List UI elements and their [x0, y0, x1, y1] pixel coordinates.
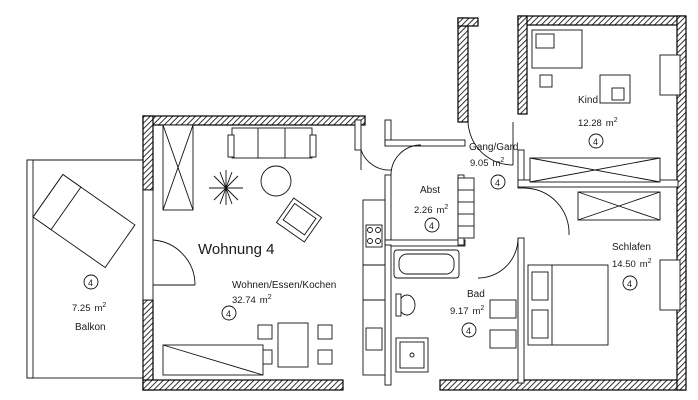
room-tag-balkon: 4: [88, 278, 93, 288]
dining-table-icon: [277, 322, 309, 368]
room-area-kind: 12.28: [578, 118, 602, 129]
exterior-walls: [142, 15, 687, 391]
room-area-abst: 2.26: [414, 205, 433, 216]
room-tag-abst: 4: [429, 221, 434, 231]
room-area-gang: 9.05: [470, 158, 489, 169]
chair-icon: [257, 324, 333, 365]
room-name-kind: Kind: [578, 95, 598, 106]
room-area-schlafen: 14.50: [612, 259, 636, 270]
chair-icon: [539, 74, 553, 88]
sink-icon: [365, 327, 383, 351]
shelf: [457, 177, 475, 239]
room-name-wohnen: Wohnen/Essen/Kochen: [232, 280, 336, 291]
room-tag-kind: 4: [593, 137, 598, 147]
room-name-bad: Bad: [467, 289, 485, 300]
bed-icon: [527, 264, 609, 346]
bathtub-icon: [393, 249, 460, 279]
room-tag-schlafen: 4: [627, 279, 632, 289]
room-name-schlafen: Schlafen: [612, 242, 651, 253]
stove-icon: [365, 224, 383, 248]
area-unit-sup: 2: [268, 294, 272, 301]
door-swing-icon: [152, 121, 570, 286]
toilet-icon: [395, 293, 416, 317]
room-tag-wohnen: 4: [226, 309, 231, 319]
balcony: [26, 159, 144, 379]
armchair-icon: [275, 197, 323, 243]
room-tag-bad: 4: [466, 326, 471, 336]
plant-icon: [209, 170, 243, 205]
area-unit: m: [260, 295, 268, 306]
bed-icon: [531, 29, 583, 69]
wardrobe-icon: [529, 157, 661, 183]
room-name-balkon: Balkon: [75, 322, 106, 333]
apartment-title: Wohnung 4: [198, 241, 274, 258]
room-name-gang: Gang/Gard: [469, 142, 518, 153]
washbasin-icon: [489, 299, 517, 349]
shower-icon: [395, 337, 429, 373]
round-table-icon: [260, 165, 292, 197]
room-area-wohnen: 32.74: [232, 295, 256, 306]
room-area-bad: 9.17: [450, 306, 469, 317]
room-name-abst: Abst: [420, 185, 440, 196]
kitchen-counter: [362, 199, 386, 376]
sofa-icon: [227, 127, 317, 159]
window-icon: [142, 54, 681, 311]
wardrobe-icon: [577, 191, 661, 221]
room-area-balkon: 7.25: [72, 303, 91, 314]
desk-icon: [599, 74, 631, 104]
room-tag-gang: 4: [495, 178, 500, 188]
